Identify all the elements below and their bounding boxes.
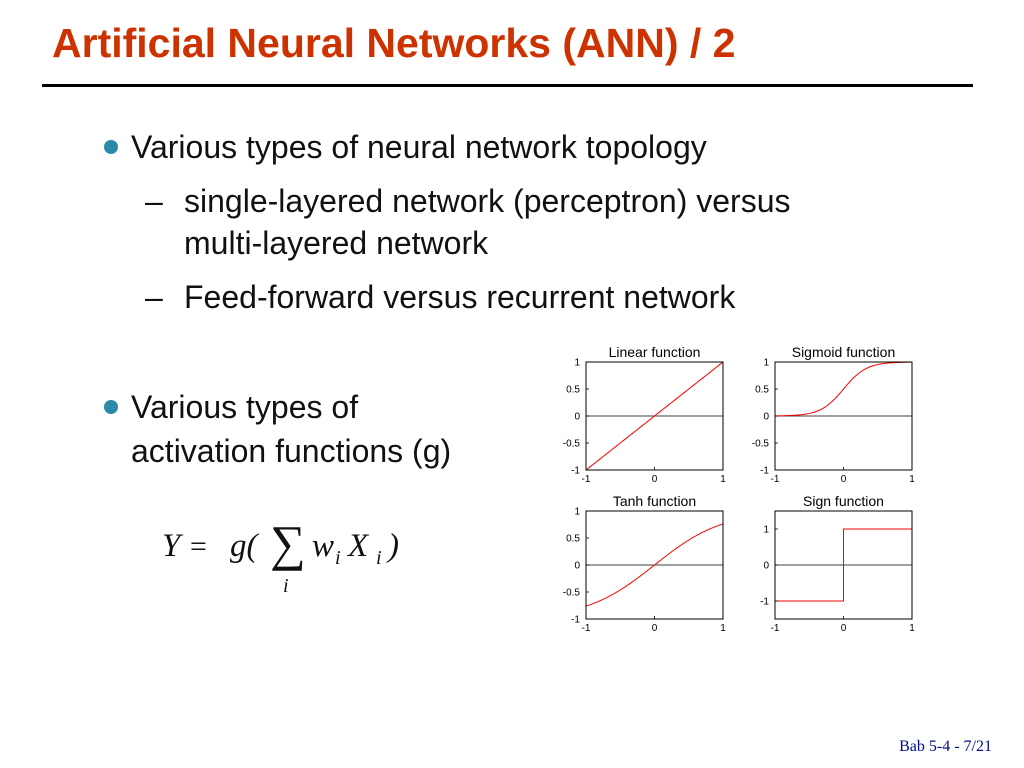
plot-series-line xyxy=(775,528,912,602)
bullet-1-text: Various types of neural network topology xyxy=(131,129,707,165)
plot-xtick-label: -1 xyxy=(771,623,780,634)
plot-xtick-label: -1 xyxy=(771,474,780,485)
plot-xtick-label: 0 xyxy=(841,474,847,485)
sub-dash-2: – xyxy=(145,279,163,315)
activation-formula: Y = g( ∑ i w i X i ) xyxy=(162,520,399,597)
formula-x-sub: i xyxy=(376,547,382,569)
plot-ytick-label: 0 xyxy=(763,412,769,423)
formula-x: X xyxy=(346,528,370,564)
plot-ytick-label: 1 xyxy=(763,358,769,369)
plot-xtick-label: 0 xyxy=(652,474,658,485)
plot-ytick-label: 0.5 xyxy=(566,534,580,545)
slide-title: Artificial Neural Networks (ANN) / 2 xyxy=(52,20,736,66)
plot-ytick-label: 0 xyxy=(763,561,769,572)
plot-title: Sign function xyxy=(803,493,884,509)
plot-ytick-label: 1 xyxy=(763,525,769,536)
plot-ytick-label: 0 xyxy=(574,412,580,423)
sub-dash-1: – xyxy=(145,183,163,219)
plot-xtick-label: 1 xyxy=(909,623,915,634)
plot-xtick-label: 0 xyxy=(652,623,658,634)
bullet-2-line-1: Various types of xyxy=(131,389,359,425)
plot-series-line xyxy=(585,523,724,607)
plot-ytick-label: 0 xyxy=(574,561,580,572)
formula-w: w xyxy=(312,528,334,564)
plot-xtick-label: 1 xyxy=(720,623,726,634)
bullet-dot-2 xyxy=(104,400,118,414)
plot-xtick-label: 1 xyxy=(909,474,915,485)
formula-close: ) xyxy=(386,528,399,564)
plot-ytick-label: -1 xyxy=(571,466,580,477)
bullet-2-line-2: activation functions (g) xyxy=(131,433,452,469)
plot-ytick-label: 1 xyxy=(574,358,580,369)
plot-ytick-label: -1 xyxy=(571,615,580,626)
plot-ytick-label: 0.5 xyxy=(566,385,580,396)
bullet-dot-1 xyxy=(104,140,118,154)
plot-series-line xyxy=(585,361,724,471)
plot-xtick-label: -1 xyxy=(582,623,591,634)
slide-footer: Bab 5-4 - 7/21 xyxy=(899,738,992,755)
plot-title: Tanh function xyxy=(613,493,696,509)
plot-title: Sigmoid function xyxy=(792,344,896,360)
plot-xtick-label: -1 xyxy=(582,474,591,485)
plot-ytick-label: -1 xyxy=(760,466,769,477)
plot-title: Linear function xyxy=(609,344,701,360)
plot-ytick-label: -0.5 xyxy=(563,439,581,450)
formula-lhs: Y xyxy=(162,528,184,564)
plot-ytick-label: -0.5 xyxy=(752,439,770,450)
formula-sum-sub: i xyxy=(283,575,289,597)
plot-xtick-label: 0 xyxy=(841,623,847,634)
formula-eq: = xyxy=(190,530,207,563)
plot-ytick-label: 1 xyxy=(574,507,580,518)
sub-2-line-1: Feed-forward versus recurrent network xyxy=(184,279,736,315)
formula-func: g( xyxy=(230,528,260,564)
plot-ytick-label: -1 xyxy=(760,597,769,608)
plot-ytick-label: -0.5 xyxy=(563,588,581,599)
formula-sum: ∑ xyxy=(270,520,306,571)
sub-1-line-1: single-layered network (perceptron) vers… xyxy=(184,183,791,219)
plot-series-line xyxy=(774,361,913,417)
plot-xtick-label: 1 xyxy=(720,474,726,485)
sub-1-line-2: multi-layered network xyxy=(184,225,489,261)
formula-w-sub: i xyxy=(335,547,341,569)
title-underline xyxy=(42,84,973,87)
plot-ytick-label: 0.5 xyxy=(755,385,769,396)
